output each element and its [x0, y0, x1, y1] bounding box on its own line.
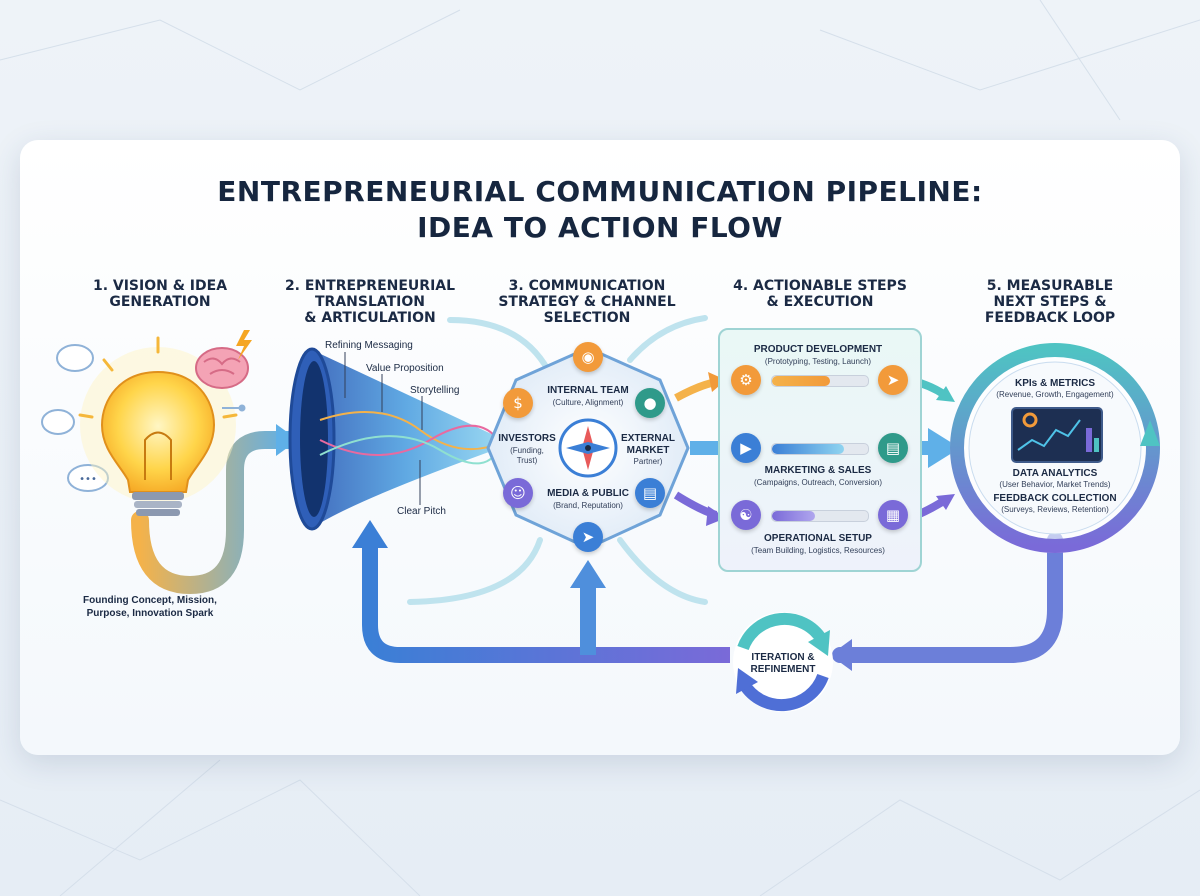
feedback-collection-sub: (Surveys, Reviews, Retention) [1001, 505, 1109, 514]
funnel-callout-lines [344, 352, 423, 505]
page-title: ENTREPRENEURIAL COMMUNICATION PIPELINE: … [0, 174, 1200, 246]
brain-icon [195, 347, 249, 389]
buildings-icon: ▦ [878, 500, 908, 530]
stage-5-line-1: 5. MEASURABLE [986, 278, 1114, 294]
product-progress [771, 375, 869, 387]
media-icon: ☺ [503, 478, 533, 508]
stage-2-line-3: & ARTICULATION [304, 310, 436, 326]
external-sub: Partner) [633, 457, 663, 466]
analytics-sub: (User Behavior, Market Trends) [999, 480, 1111, 489]
dashboard-icon [1011, 407, 1103, 463]
stage-3-heading: 3. COMMUNICATION STRATEGY & CHANNEL SELE… [487, 278, 687, 326]
operations-title: OPERATIONAL SETUP [764, 533, 872, 544]
vision-caption: Founding Concept, Mission, Purpose, Inno… [60, 594, 240, 620]
rocket-icon: ➤ [878, 365, 908, 395]
lightning-icon [236, 330, 252, 360]
gear-icon: ⚙ [731, 365, 761, 395]
stage-1-heading: 1. VISION & IDEA GENERATION [60, 278, 260, 310]
speech-bubbles [41, 344, 109, 492]
feedback-collection-title: FEEDBACK COLLECTION [993, 493, 1117, 504]
cart-icon: ▤ [878, 433, 908, 463]
stage-1-line-2: GENERATION [109, 294, 211, 310]
funnel-shape [288, 347, 520, 531]
investors-title: INVESTORS [498, 433, 556, 444]
title-line-2: IDEA TO ACTION FLOW [417, 211, 783, 244]
news-icon: ▤ [635, 478, 665, 508]
media-title: MEDIA & PUBLIC [547, 488, 629, 499]
team-icon: ◉ [573, 342, 603, 372]
megaphone-icon: ➤ [573, 522, 603, 552]
handshake-icon: ☯ [731, 500, 761, 530]
marketing-progress [771, 443, 869, 455]
stage-2-line-1: 2. ENTREPRENEURIAL [284, 278, 456, 294]
kpis-title: KPIs & METRICS [1014, 378, 1095, 389]
funnel-label-refining: Refining Messaging [325, 340, 413, 351]
marketing-sub: (Campaigns, Outreach, Conversion) [753, 478, 883, 487]
stage-3-line-3: SELECTION [543, 310, 631, 326]
lightbulb-icon [78, 336, 238, 516]
feedback-loop-pipe [352, 520, 1063, 671]
bubble-text: ••• [79, 474, 97, 485]
investors-sub-2: Trust) [516, 456, 538, 465]
stage-4-line-1: 4. ACTIONABLE STEPS [733, 278, 907, 294]
funnel-label-storytelling: Storytelling [410, 385, 460, 396]
vision-caption-line-2: Purpose, Innovation Spark [86, 608, 214, 619]
stage-5-line-3: FEEDBACK LOOP [984, 310, 1116, 326]
compass-icon [566, 426, 610, 470]
investor-icon: $ [503, 388, 533, 418]
vision-caption-line-1: Founding Concept, Mission, [83, 595, 217, 606]
megaphone-icon-marketing: ▶ [731, 433, 761, 463]
funnel-label-value-proposition: Value Proposition [366, 363, 444, 374]
product-title: PRODUCT DEVELOPMENT [753, 344, 883, 355]
iteration-label: ITERATION & REFINEMENT [743, 652, 823, 676]
product-sub: (Prototyping, Testing, Launch) [764, 357, 872, 366]
external-title-1: EXTERNAL [621, 433, 675, 444]
stage-3-line-1: 3. COMMUNICATION [508, 278, 666, 294]
idea-pipe [131, 424, 299, 595]
stage-1-line-1: 1. VISION & IDEA [92, 278, 228, 294]
internal-team-title: INTERNAL TEAM [547, 385, 629, 396]
external-market-icon: ● [635, 388, 665, 418]
stage-2-heading: 2. ENTREPRENEURIAL TRANSLATION & ARTICUL… [270, 278, 470, 326]
title-line-1: ENTREPRENEURIAL COMMUNICATION PIPELINE: [217, 175, 983, 208]
channel-arrows [407, 315, 708, 605]
stage-4-heading: 4. ACTIONABLE STEPS & EXECUTION [720, 278, 920, 310]
sparkle-lines [222, 404, 246, 412]
operations-sub: (Team Building, Logistics, Resources) [751, 546, 885, 555]
stage-5-heading: 5. MEASURABLE NEXT STEPS & FEEDBACK LOOP [950, 278, 1150, 326]
stage-2-line-2: TRANSLATION [314, 294, 425, 310]
iteration-line-1: ITERATION & [751, 652, 815, 663]
operations-progress [771, 510, 869, 522]
funnel-label-clear-pitch: Clear Pitch [397, 506, 446, 517]
iteration-line-2: REFINEMENT [750, 664, 816, 675]
stage-4-line-2: & EXECUTION [766, 294, 874, 310]
stage-3-line-2: STRATEGY & CHANNEL [498, 294, 676, 310]
analytics-title: DATA ANALYTICS [1012, 468, 1098, 479]
iteration-cycle-icon [733, 612, 833, 712]
media-sub: (Brand, Reputation) [553, 501, 623, 510]
internal-team-sub: (Culture, Alignment) [552, 398, 624, 407]
external-title-2: MARKET [626, 445, 670, 456]
stage-5-line-2: NEXT STEPS & [993, 294, 1107, 310]
investors-sub-1: (Funding, [510, 446, 544, 455]
kpis-sub: (Revenue, Growth, Engagement) [996, 390, 1114, 399]
marketing-title: MARKETING & SALES [764, 465, 872, 476]
